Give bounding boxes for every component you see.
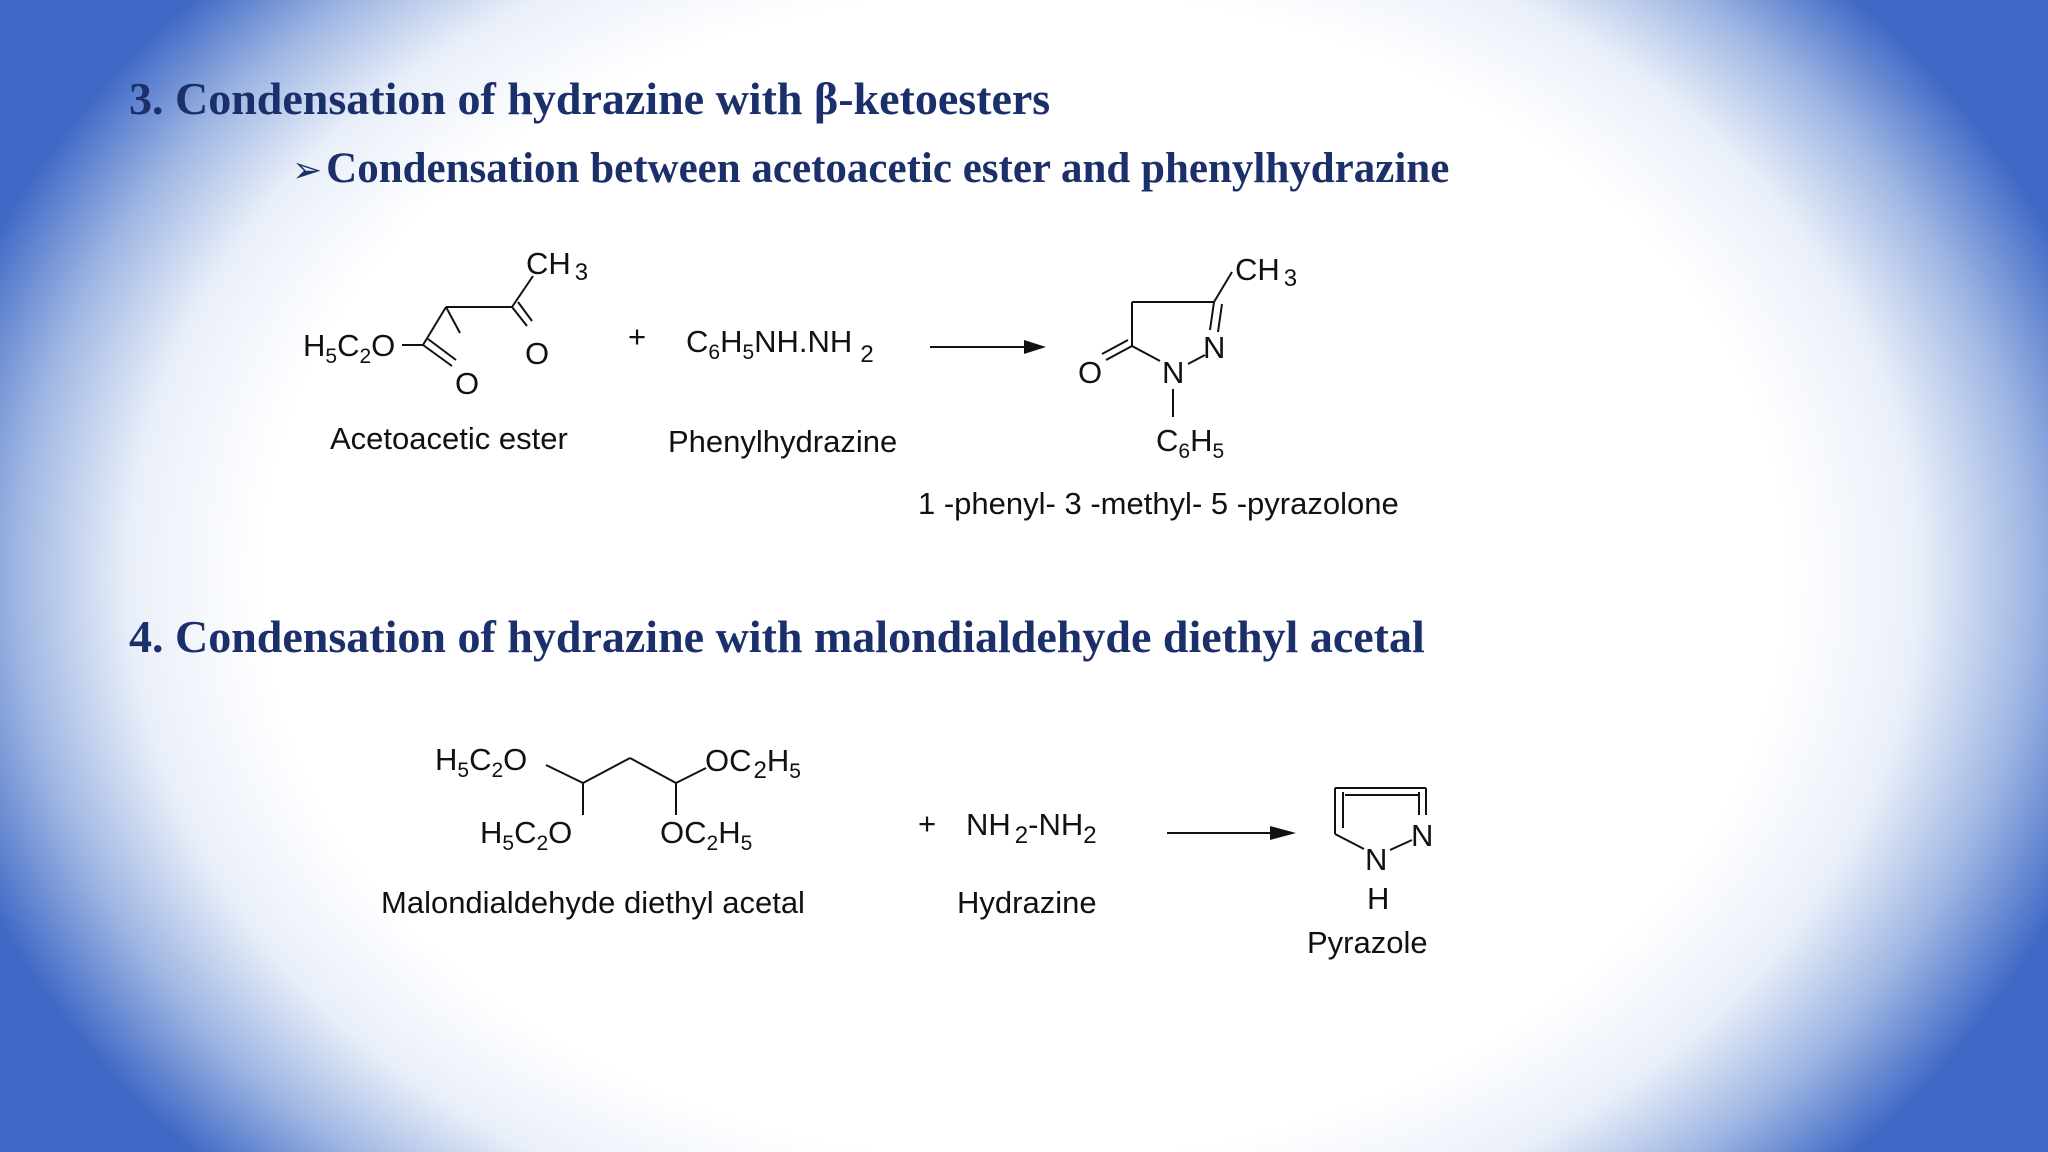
section3-heading: 3. Condensation of hydrazine with β-keto…: [129, 73, 1051, 124]
pyrazolone-product-label: 1 -phenyl- 3 -methyl- 5 -pyrazolone: [918, 486, 1399, 521]
section3-subheading-text: Condensation between acetoacetic ester a…: [326, 145, 1450, 192]
svg-text:H5C2O: H5C2O: [303, 328, 395, 368]
svg-text:C6H5NH.NH2: C6H5NH.NH2: [686, 324, 874, 368]
svg-text:CH3: CH3: [1235, 252, 1297, 292]
section4-heading: 4. Condensation of hydrazine with malond…: [129, 611, 1425, 662]
svg-text:H: H: [1367, 881, 1389, 916]
svg-text:O: O: [455, 366, 479, 401]
svg-text:+: +: [918, 806, 936, 841]
svg-text:O: O: [1078, 355, 1102, 390]
svg-text:N: N: [1162, 355, 1184, 390]
svg-text:C6H5: C6H5: [1156, 423, 1224, 463]
acetoacetic-ester-label: Acetoacetic ester: [330, 421, 568, 456]
svg-text:N: N: [1203, 330, 1225, 365]
phenylhydrazine-label: Phenylhydrazine: [668, 424, 898, 459]
svg-text:H5C2O: H5C2O: [480, 815, 572, 855]
svg-text:H5C2O: H5C2O: [435, 742, 527, 782]
svg-text:N: N: [1411, 818, 1433, 853]
reaction-arrow-1-icon: [1024, 340, 1046, 354]
reaction-arrow-2-icon: [1270, 826, 1296, 840]
svg-text:N: N: [1365, 842, 1387, 877]
pyrazole-product-label: Pyrazole: [1307, 925, 1428, 960]
svg-text:OC2H5: OC2H5: [705, 743, 801, 784]
arrowhead-bullet-icon: ➢: [292, 150, 323, 191]
svg-text:+: +: [628, 319, 646, 354]
svg-text:OC2H5: OC2H5: [660, 815, 752, 855]
hydrazine-label: Hydrazine: [957, 885, 1097, 920]
svg-text:NH2-NH2: NH2-NH2: [966, 807, 1097, 849]
svg-text:CH3: CH3: [526, 246, 588, 286]
section3-subheading: ➢Condensation between acetoacetic ester …: [292, 144, 1449, 193]
malondialdehyde-acetal-label: Malondialdehyde diethyl acetal: [381, 885, 805, 920]
svg-text:O: O: [525, 336, 549, 371]
